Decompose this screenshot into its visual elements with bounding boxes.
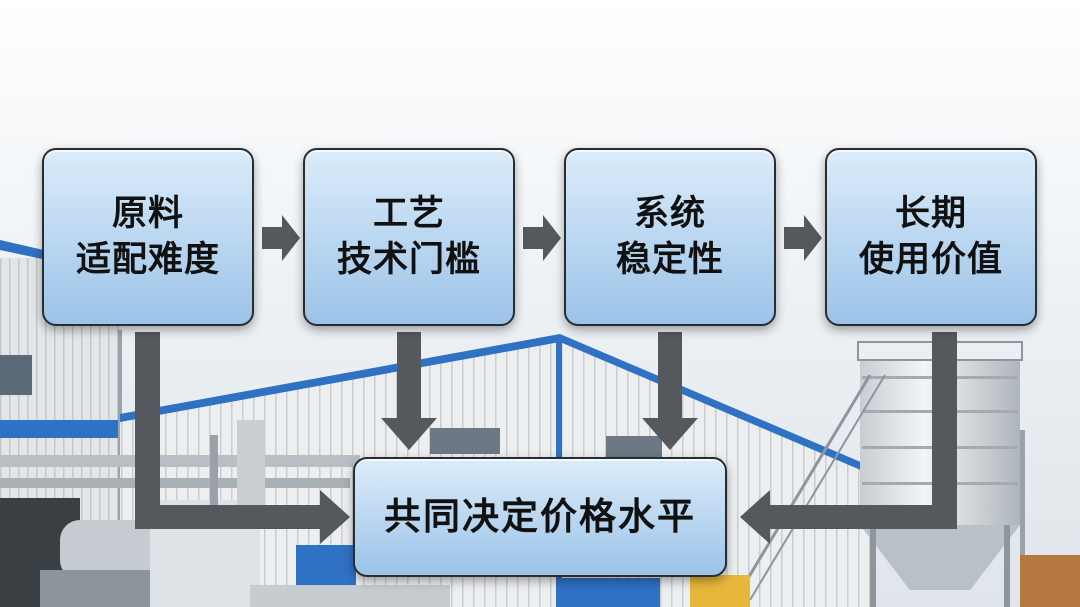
factor-4-subtitle: 使用价值 (858, 240, 1003, 280)
factor-2-subtitle: 技术门槛 (336, 240, 481, 280)
arrow-1-to-result (135, 332, 350, 544)
connector-arrows (135, 215, 957, 544)
factor-2-title: 工艺 (372, 193, 445, 234)
arrow-1-to-2 (262, 215, 300, 261)
result-box-price-level: 共同决定价格水平 (353, 457, 727, 577)
arrow-2-to-3 (523, 215, 561, 261)
arrow-3-to-4 (784, 215, 822, 261)
factor-box-process: 工艺 技术门槛 (303, 148, 515, 326)
factor-box-raw-material: 原料 适配难度 (42, 148, 254, 326)
arrow-2-down (381, 332, 437, 450)
factor-1-subtitle: 适配难度 (75, 240, 220, 280)
factor-box-long-term: 长期 使用价值 (825, 148, 1037, 326)
arrow-4-to-result (740, 332, 957, 544)
factor-box-system: 系统 稳定性 (564, 148, 776, 326)
arrow-3-down (642, 332, 698, 450)
factor-4-title: 长期 (894, 193, 967, 234)
factor-1-title: 原料 (111, 193, 184, 234)
factor-3-title: 系统 (633, 193, 706, 234)
result-label: 共同决定价格水平 (384, 494, 696, 538)
factor-3-subtitle: 稳定性 (615, 240, 724, 280)
